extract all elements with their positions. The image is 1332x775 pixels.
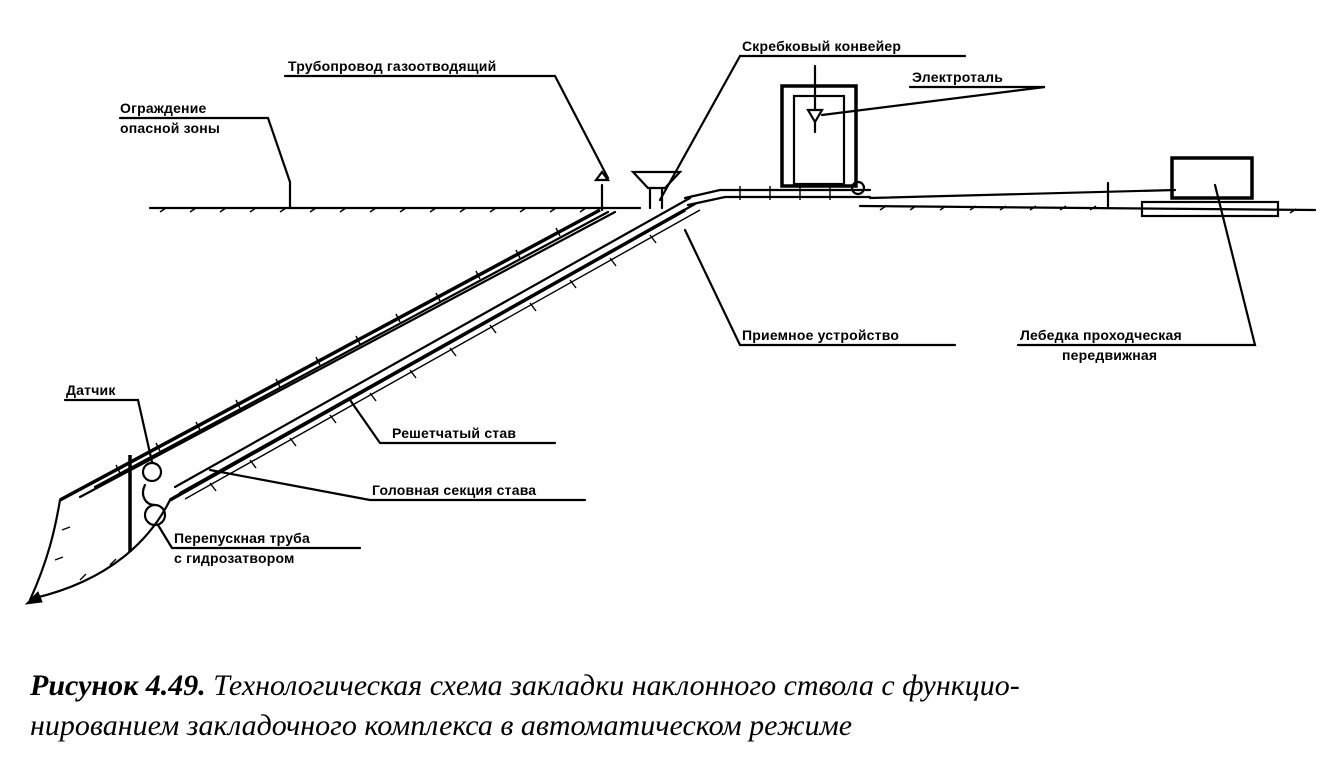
bypass-pipe	[141, 483, 157, 507]
gas-pipe-label: Трубопровод газоотводящий	[288, 58, 497, 74]
electric-hoist-symbol	[806, 108, 824, 134]
sensor-device	[141, 461, 163, 483]
figure-caption: Рисунок 4.49. Технологическая схема закл…	[30, 666, 1320, 746]
surface-conveyor-rollers	[739, 186, 831, 200]
hoist-building-door	[792, 94, 846, 186]
shaft-face-hatching	[54, 526, 117, 581]
caption-line2: нированием закладочного комплекса в авто…	[30, 709, 853, 742]
winch-label-line2: передвижная	[1062, 347, 1158, 363]
shaft-upper-wall-inner	[78, 210, 617, 499]
electric-hoist-label: Электроталь	[912, 69, 1004, 85]
shaft-face	[28, 498, 172, 602]
caption-line1: Технологическая схема закладки наклонног…	[213, 669, 1020, 702]
ground-surface-right	[858, 204, 1317, 212]
head-section-label: Головная секция става	[372, 482, 537, 498]
hoist-building	[780, 84, 858, 188]
figure-number: Рисунок 4.49.	[30, 669, 206, 702]
receiving-device-label: Приемное устройство	[742, 327, 900, 343]
fence-label-line1: Ограждение	[120, 100, 207, 116]
shaft-upper-wall	[59, 208, 601, 502]
grate-line-rail-2	[178, 202, 697, 495]
grate-line-label: Решетчатый став	[392, 425, 517, 441]
surface-conveyor	[683, 188, 872, 207]
face-arrow	[24, 591, 43, 605]
grate-line-rail-3	[184, 209, 701, 500]
sensor-label: Датчик	[66, 382, 116, 398]
bypass-pipe-label-line1: Перепускная труба	[174, 530, 311, 546]
backfill-scheme-diagram	[24, 54, 1317, 605]
winch-rope	[868, 188, 1177, 200]
leader-lines	[63, 54, 1257, 550]
gas-pipe-line	[93, 210, 610, 489]
shaft-wall-hatching	[115, 227, 657, 492]
winch-label-line1: Лебедка проходческая	[1020, 327, 1182, 343]
surface-hatching	[159, 205, 1297, 214]
tensioner-wheel	[850, 180, 866, 196]
fence-label-line2: опасной зоны	[120, 120, 221, 136]
gas-pipe-outlet	[593, 170, 611, 212]
bypass-pipe-label-line2: с гидрозатвором	[174, 550, 295, 566]
grate-line-rail-1	[173, 196, 692, 489]
scraper-conveyor-label: Скребковый конвейер	[742, 38, 902, 54]
winch-base	[1140, 200, 1280, 218]
winch-body	[1170, 156, 1254, 200]
